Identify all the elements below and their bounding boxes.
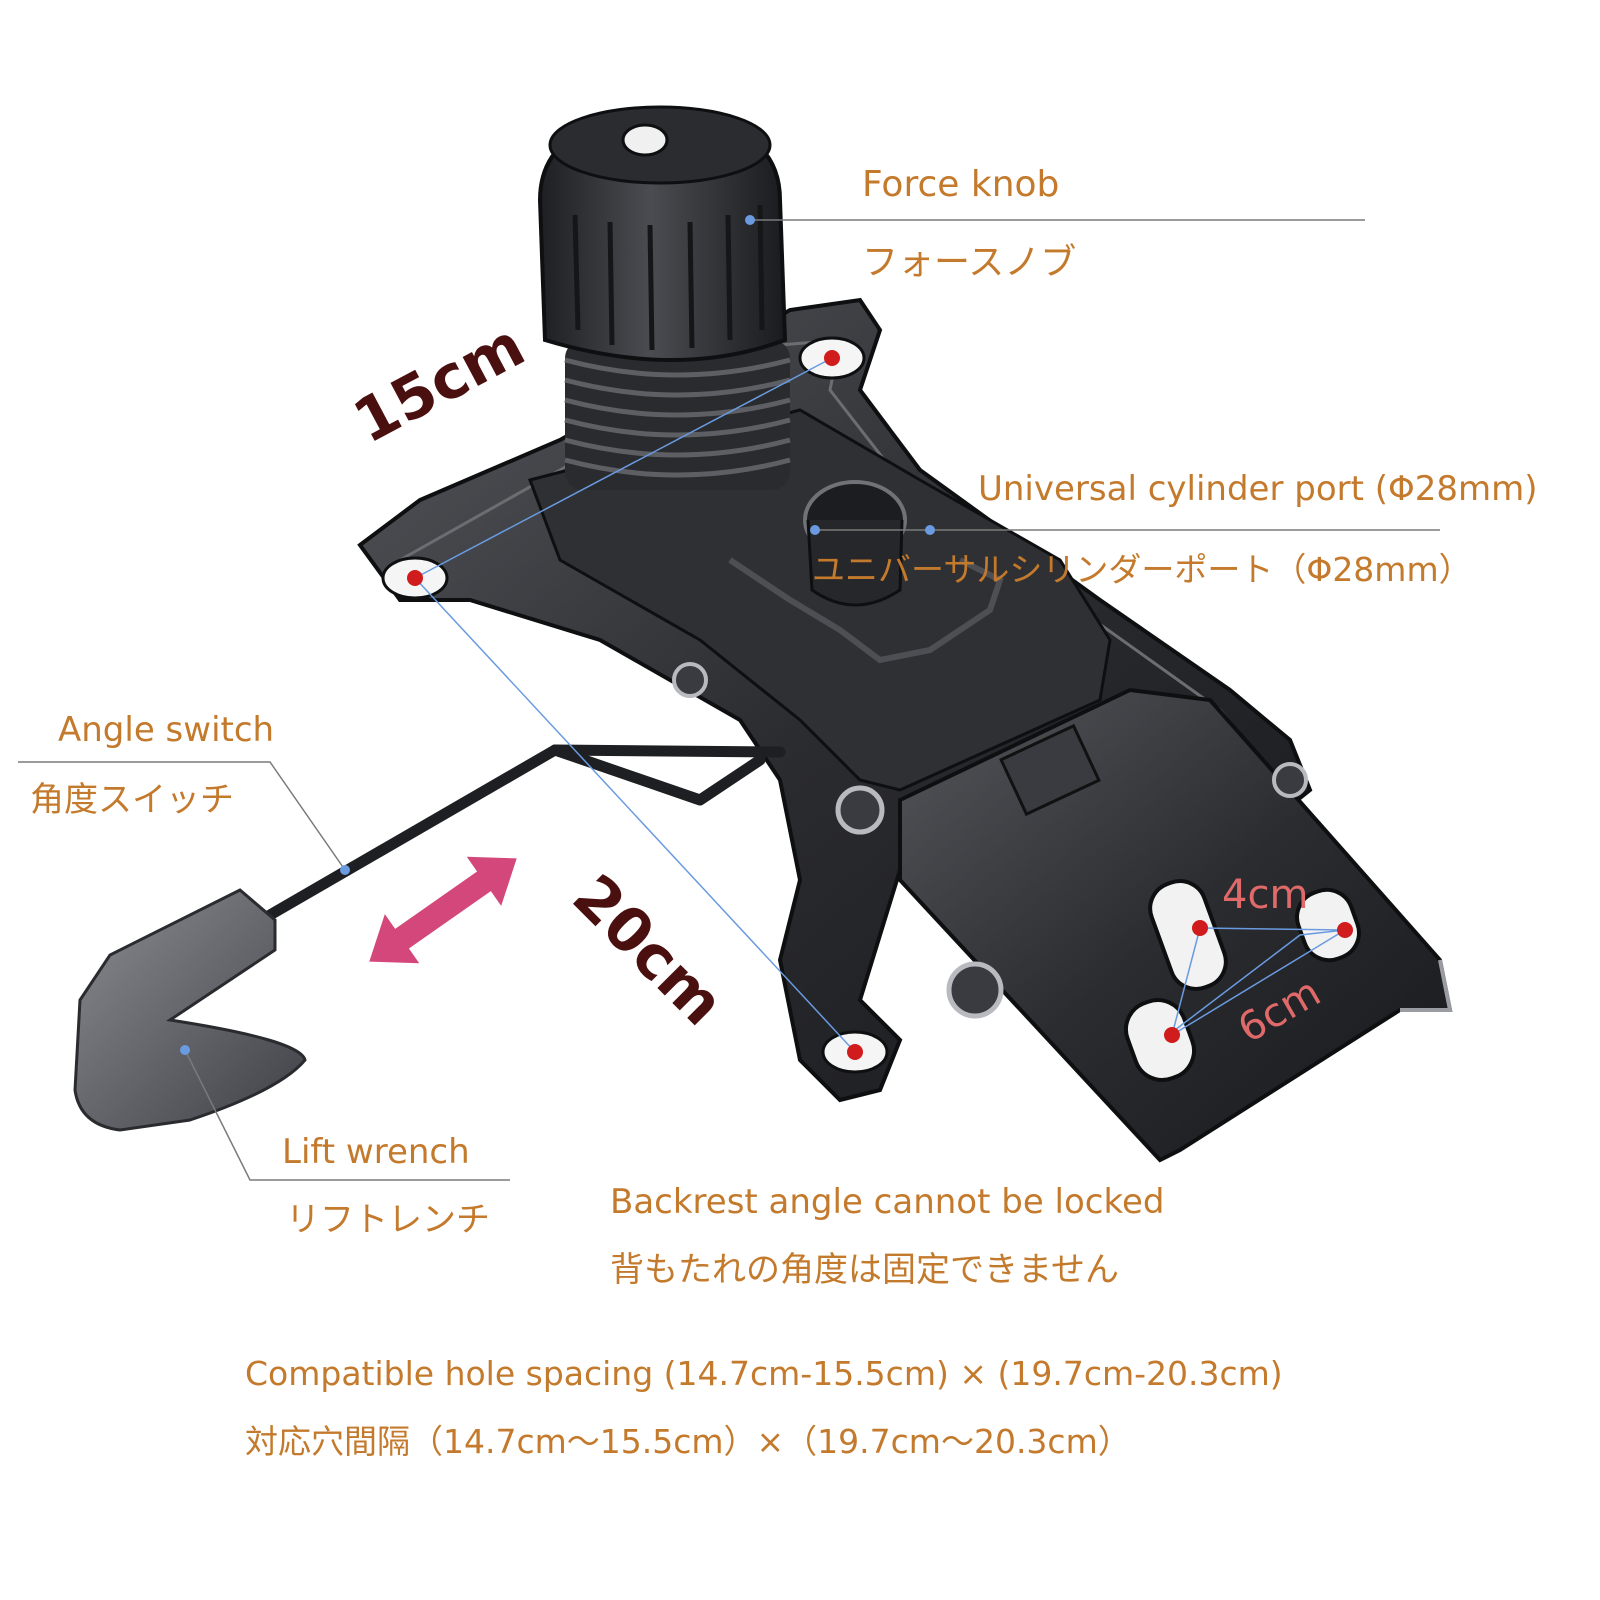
double-headed-arrow-icon	[369, 856, 517, 964]
force-knob-label: Force knob	[862, 164, 1060, 205]
leader-line	[18, 761, 346, 871]
backrest-note-jp: 背もたれの角度は固定できません	[610, 1250, 1119, 1290]
lift-wrench-label-jp: リフトレンチ	[286, 1200, 490, 1240]
dimension-line	[414, 357, 833, 579]
dimension-line	[1174, 927, 1346, 1031]
slot-hole-dot	[1164, 1027, 1180, 1043]
slot-hole-dot	[1337, 922, 1353, 938]
threaded-spring	[564, 340, 791, 490]
slot	[1124, 998, 1196, 1082]
dimension-line	[1171, 929, 1346, 1036]
leader-line	[184, 1049, 510, 1181]
dimension-line	[1171, 927, 1201, 1036]
slot-hole-dot	[1192, 920, 1208, 936]
backrest-note: Backrest angle cannot be locked	[610, 1182, 1165, 1222]
mounting-hole-dot	[407, 570, 423, 586]
lift-wrench-handle	[73, 888, 307, 1132]
cylinder-port-label: Universal cylinder port (Φ28mm)	[978, 469, 1538, 509]
angle-switch-label: Angle switch	[58, 710, 275, 750]
slot	[1148, 879, 1228, 991]
top-bracket	[528, 408, 1112, 792]
hole-spacing-note: Compatible hole spacing (14.7cm-15.5cm) …	[245, 1354, 1283, 1393]
angle-switch-lever	[264, 744, 786, 921]
dimension-line	[414, 577, 856, 1053]
mounting-hole-dot	[847, 1044, 863, 1060]
slot-gap-dimension-label: 4cm	[1222, 872, 1309, 918]
angle-switch-label-jp: 角度スイッチ	[30, 780, 234, 820]
hole-spacing-note-jp: 対応穴間隔（14.7cm～15.5cm）×（19.7cm～20.3cm）	[245, 1422, 1131, 1461]
force-knob-label-jp: フォースノブ	[862, 242, 1077, 283]
cylinder-port-label-jp: ユニバーサルシリンダーポート（Φ28mm）	[812, 550, 1472, 589]
mounting-hole-dot	[824, 350, 840, 366]
force-knob	[537, 105, 788, 362]
lift-wrench-label: Lift wrench	[282, 1132, 470, 1172]
